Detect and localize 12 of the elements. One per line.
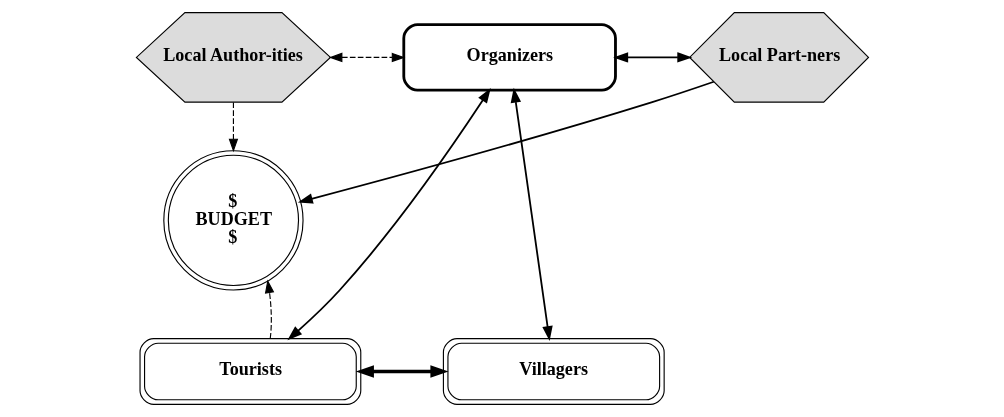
arrow — [355, 365, 449, 378]
arrow — [510, 87, 553, 341]
arrow — [328, 52, 405, 63]
node-box: Villagers — [442, 338, 665, 405]
node-circle: $ BUDGET $ — [162, 150, 304, 291]
arrow — [228, 101, 238, 153]
arrow — [286, 88, 491, 341]
arrow — [264, 279, 274, 340]
arrow — [612, 52, 692, 63]
node-box: Tourists — [138, 338, 361, 405]
arrow — [297, 80, 715, 204]
node-box: Organizers — [401, 23, 617, 92]
